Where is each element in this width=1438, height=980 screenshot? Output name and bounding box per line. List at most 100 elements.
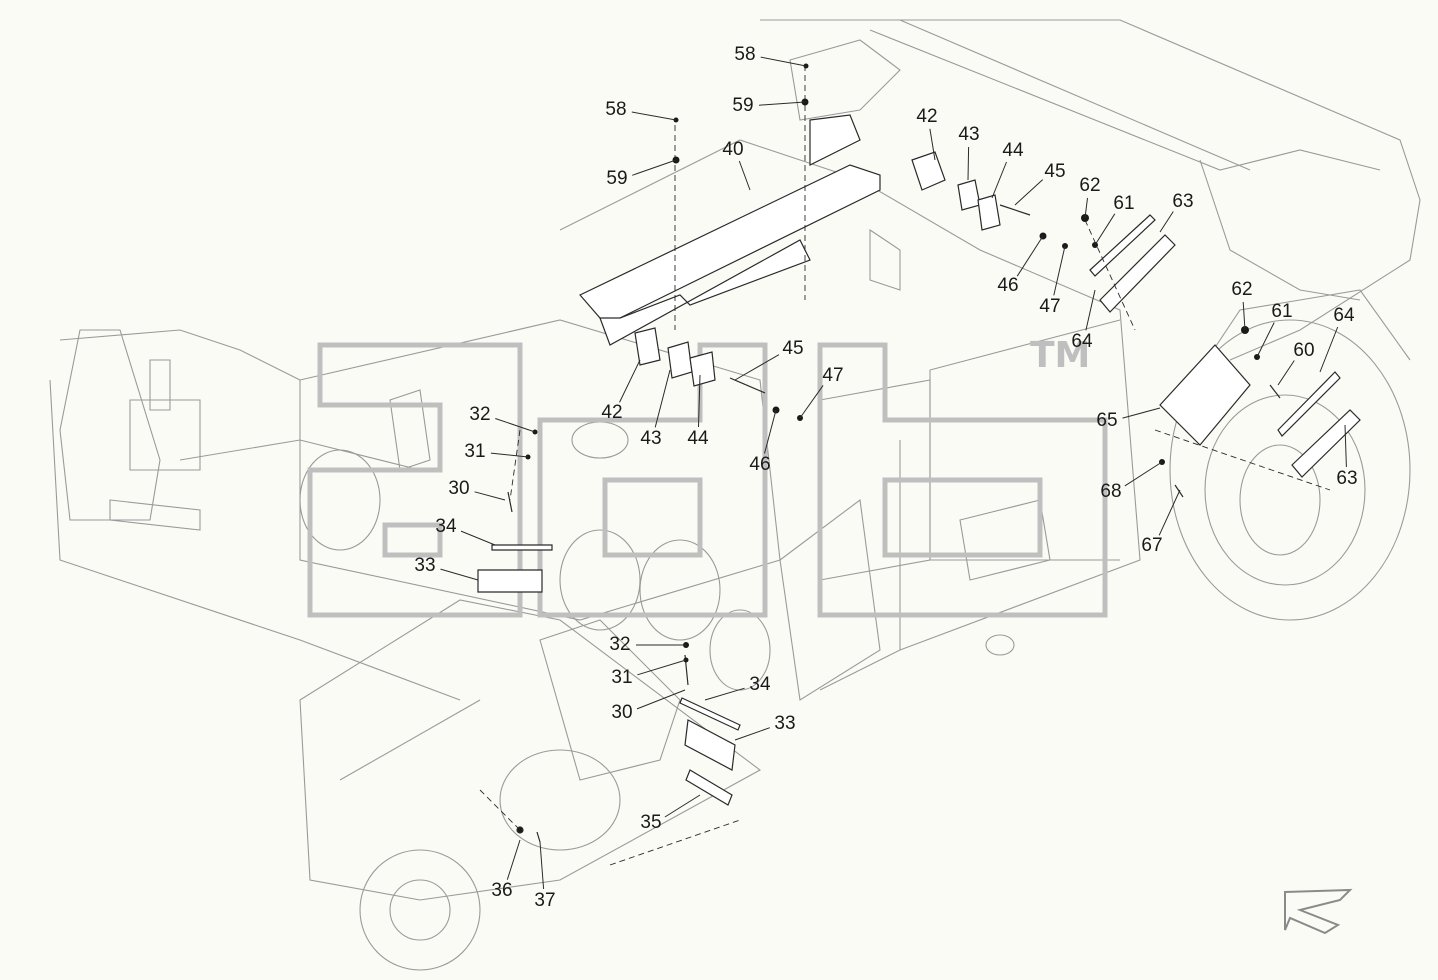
callout-label-33: 33 (774, 713, 795, 734)
callout-leader-61 (1094, 213, 1116, 246)
direction-arrow-icon (1284, 888, 1353, 935)
callout-label-42: 42 (601, 402, 622, 423)
callout-leader-35 (664, 794, 701, 818)
machine-outline (49, 19, 1421, 971)
callout-leader-34 (704, 687, 745, 701)
callout-leader-59 (632, 159, 677, 176)
callout-label-35: 35 (640, 812, 661, 833)
watermark (307, 342, 1108, 618)
callout-label-64: 64 (1071, 331, 1093, 352)
part-63-bar-upper (1099, 234, 1176, 313)
fasteners (525, 63, 1260, 663)
callout-label-44: 44 (1002, 140, 1024, 161)
callout-label-58: 58 (734, 44, 755, 65)
callout-label-61: 61 (1113, 193, 1134, 214)
callout-label-30: 30 (448, 478, 469, 499)
callout-label-43: 43 (640, 428, 661, 449)
callout-leader-45 (1014, 179, 1044, 206)
callout-label-68: 68 (1100, 481, 1121, 502)
callout-leader-31 (490, 452, 529, 458)
callout-leader-46 (1016, 235, 1044, 277)
callout-label-31: 31 (611, 667, 632, 688)
callout-leader-33 (734, 727, 770, 741)
part-33-block-lower (684, 719, 736, 771)
callout-leader-64 (1319, 326, 1339, 373)
part-45-pin-upper (999, 204, 1031, 216)
callout-label-63: 63 (1172, 191, 1193, 212)
callout-label-62: 62 (1079, 175, 1100, 196)
callout-label-45: 45 (782, 338, 803, 359)
callout-leader-44 (698, 374, 701, 428)
callout-label-64: 64 (1333, 305, 1355, 326)
callout-label-32: 32 (469, 404, 490, 425)
callout-label-46: 46 (749, 454, 770, 475)
callout-leaders (440, 56, 1347, 890)
callout-leader-32 (495, 418, 536, 433)
part-44-plate-upper (977, 194, 1001, 231)
part-35-plate (685, 769, 733, 806)
part-37-bolt (536, 831, 541, 843)
part-64-strip-upper (1089, 214, 1156, 277)
callout-label-37: 37 (534, 890, 555, 911)
callout-leader-61 (1256, 322, 1275, 358)
callout-label-47: 47 (1039, 296, 1060, 317)
callout-leader-65 (1122, 407, 1161, 419)
callout-leader-37 (539, 841, 545, 890)
callout-leader-30 (636, 689, 686, 710)
part-65-bracket-right (1159, 344, 1251, 446)
callout-label-34: 34 (435, 516, 457, 537)
callout-leader-34 (460, 530, 496, 546)
callout-label-67: 67 (1141, 535, 1162, 556)
part-64-strip-right (1277, 371, 1341, 437)
part-60-pin (1269, 384, 1281, 399)
callout-leader-33 (440, 568, 479, 581)
callout-label-42: 42 (916, 106, 937, 127)
callout-label-59: 59 (606, 168, 627, 189)
part-40-cover-lower (599, 239, 811, 346)
callout-label-61: 61 (1271, 301, 1292, 322)
callout-leader-46 (764, 409, 777, 454)
callout-label-44: 44 (687, 428, 709, 449)
callout-label-31: 31 (464, 441, 485, 462)
callout-leader-43 (967, 146, 970, 181)
callout-leader-64 (1085, 289, 1096, 331)
callout-leader-43 (654, 369, 671, 428)
part-43-clamp-lower (667, 341, 693, 379)
callout-label-33: 33 (414, 555, 435, 576)
callout-leader-63 (1159, 211, 1174, 233)
callout-label-45: 45 (1044, 161, 1065, 182)
callout-label-60: 60 (1293, 340, 1314, 361)
part-42-bracket-upper (911, 151, 946, 191)
callout-label-65: 65 (1096, 410, 1117, 431)
callout-label-46: 46 (997, 275, 1018, 296)
part-63-bar-right (1291, 409, 1361, 478)
callout-leader-67 (1158, 489, 1181, 536)
callout-leader-68 (1124, 461, 1163, 487)
callout-label-30: 30 (611, 702, 632, 723)
callout-label-43: 43 (958, 124, 979, 145)
callout-leader-31 (637, 659, 687, 676)
part-34-strip-lower (679, 697, 741, 731)
callout-leader-47 (1053, 245, 1066, 296)
part-44-plate-lower (689, 351, 716, 387)
part-34-strip-upper (491, 544, 553, 551)
callout-leader-63 (1344, 424, 1347, 468)
part-45-pin-lower (729, 377, 766, 394)
callout-leader-36 (506, 839, 521, 880)
callout-leader-62 (1084, 197, 1088, 219)
part-30-pin-upper (507, 491, 513, 513)
callout-label-62: 62 (1231, 279, 1252, 300)
callout-leader-42 (929, 128, 936, 161)
callout-leader-62 (1242, 301, 1246, 331)
callout-leader-47 (799, 385, 824, 419)
callout-leader-44 (991, 161, 1007, 199)
callout-label-36: 36 (491, 880, 512, 901)
callout-label-34: 34 (749, 674, 771, 695)
callout-label-47: 47 (822, 365, 843, 386)
part-33-block-upper (477, 569, 543, 593)
callout-leader-58 (631, 111, 677, 121)
callout-label-59: 59 (732, 95, 753, 116)
